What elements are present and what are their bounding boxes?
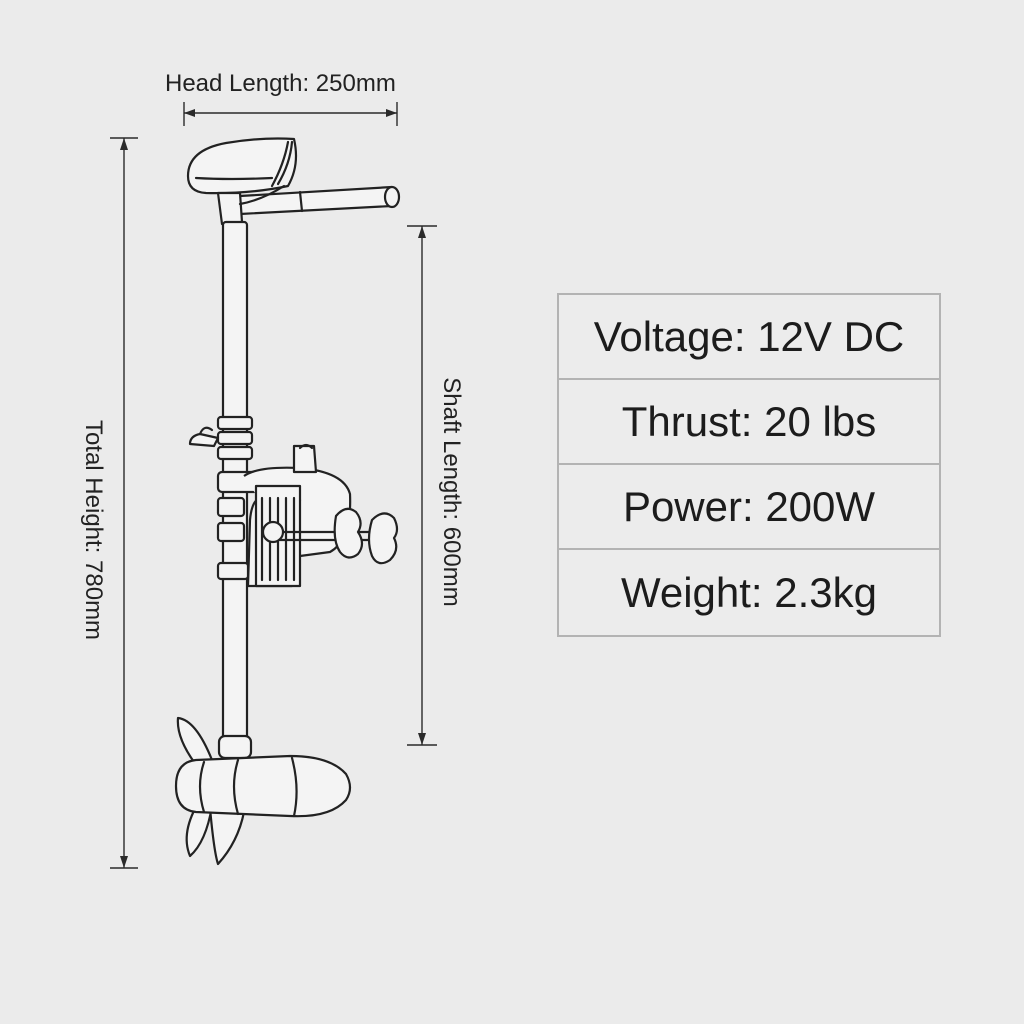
tiller-handle	[238, 185, 401, 216]
spec-row-weight: Weight: 2.3kg	[620, 568, 878, 616]
pod-collar	[217, 734, 253, 760]
clamp-knob-left	[333, 507, 364, 559]
motor-head	[186, 137, 298, 226]
motor-pod	[174, 754, 352, 818]
propeller	[176, 716, 246, 866]
shaft-length-label: Shaft Length: 600mm	[438, 377, 465, 607]
spec-table: Voltage: 12V DC Thrust: 20 lbs Power: 20…	[557, 293, 941, 637]
spec-row-thrust: Thrust: 20 lbs	[559, 380, 939, 465]
head-length-dimension-line	[183, 102, 398, 126]
total-height-dimension-line	[110, 137, 138, 869]
shaft-collar	[188, 415, 254, 461]
shaft-length-dimension-line	[407, 225, 437, 746]
head-length-label: Head Length: 250mm	[165, 70, 396, 97]
spec-row-power: Power: 200W	[559, 465, 939, 550]
total-height-label: Total Height: 780mm	[80, 419, 107, 641]
spec-row-voltage: Voltage: 12V DC	[559, 295, 939, 380]
clamp-knob-right	[367, 512, 399, 565]
